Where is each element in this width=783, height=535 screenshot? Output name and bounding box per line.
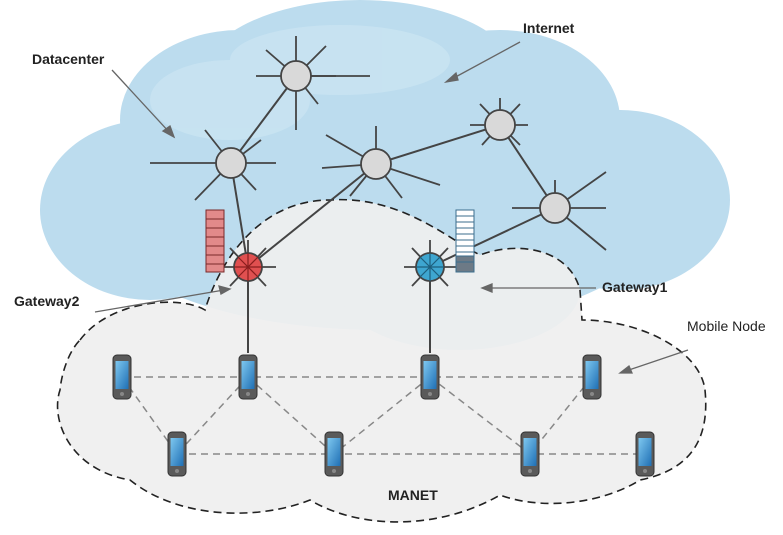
router-node — [150, 129, 276, 201]
gateway1-label: Gateway1 — [602, 279, 668, 295]
smartphone-icon — [420, 354, 440, 400]
smartphone-icon — [112, 354, 132, 400]
router-node — [256, 36, 370, 130]
gateway2-queue — [205, 209, 225, 273]
gateway2-label: Gateway2 — [14, 293, 80, 309]
annotation-arrows — [94, 41, 689, 374]
manet-label: MANET — [388, 487, 438, 503]
smartphone-icon — [582, 354, 602, 400]
router-node — [321, 126, 441, 199]
gateway-phone-links — [247, 281, 431, 353]
gateway1-queue — [455, 209, 475, 273]
smartphone-icon — [635, 431, 655, 477]
router-node — [512, 171, 607, 251]
internet-label: Internet — [523, 20, 575, 36]
gateway1-node — [404, 240, 458, 287]
smartphone-icon — [167, 431, 187, 477]
manet-region — [56, 198, 707, 523]
smartphone-icon — [520, 431, 540, 477]
router-node — [470, 98, 528, 146]
smartphone-icon — [324, 431, 344, 477]
gateway2-node — [222, 240, 276, 287]
smartphone-icon — [238, 354, 258, 400]
mobile-node-label: Mobile Node — [687, 318, 766, 334]
internet-links — [230, 75, 556, 268]
datacenter-label: Datacenter — [32, 51, 105, 67]
